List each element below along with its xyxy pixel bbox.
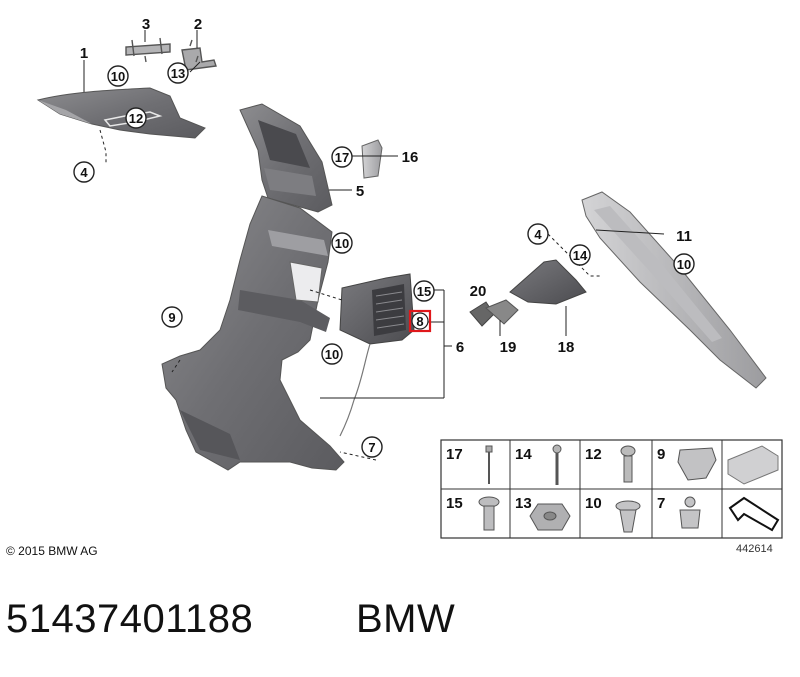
trim-panel-1 <box>36 87 206 139</box>
clip-9-icon <box>677 447 717 481</box>
part-number: 51437401188 <box>6 597 253 641</box>
svg-text:12: 12 <box>129 111 143 126</box>
label-3: 3 <box>142 16 150 33</box>
label-18: 18 <box>558 339 575 356</box>
label-1: 1 <box>80 45 88 62</box>
callout-10-low: 10 <box>321 343 343 365</box>
brand-name: BMW <box>356 597 455 641</box>
bracket-2 <box>181 39 217 71</box>
screw-14-icon <box>552 444 562 485</box>
arrow-icon <box>728 496 780 532</box>
svg-text:9: 9 <box>168 310 175 325</box>
trim-panel-main <box>161 195 345 471</box>
svg-text:8: 8 <box>416 314 423 329</box>
diagram-id: 442614 <box>736 543 773 555</box>
svg-text:14: 14 <box>573 248 588 263</box>
cable-line <box>339 343 371 437</box>
pin-17-icon <box>485 445 493 484</box>
svg-text:7: 7 <box>368 440 375 455</box>
label-19: 19 <box>500 339 517 356</box>
legend-13: 13 <box>515 495 532 512</box>
svg-text:13: 13 <box>171 66 185 81</box>
callout-4-right: 4 <box>527 223 549 245</box>
svg-text:15: 15 <box>417 284 431 299</box>
svg-text:4: 4 <box>80 165 88 180</box>
callout-12: 12 <box>125 107 147 129</box>
cap-icon <box>727 445 779 485</box>
screw-12-icon <box>620 445 636 483</box>
svg-text:10: 10 <box>111 69 125 84</box>
legend-14: 14 <box>515 446 532 463</box>
label-11: 11 <box>676 228 692 245</box>
label-5: 5 <box>356 183 364 200</box>
callout-14: 14 <box>569 244 591 266</box>
bracket-3 <box>125 37 171 63</box>
legend-12: 12 <box>585 446 602 463</box>
trim-panel-5 <box>239 103 333 213</box>
cover-16 <box>361 139 383 179</box>
callout-8-highlighted[interactable]: 8 <box>408 309 432 333</box>
svg-text:10: 10 <box>335 236 349 251</box>
callout-10-top: 10 <box>107 65 129 87</box>
label-20: 20 <box>470 283 487 300</box>
bracket-18 <box>509 259 587 305</box>
clip-20 <box>469 301 495 327</box>
svg-text:17: 17 <box>335 150 349 165</box>
bracket-19 <box>485 299 519 325</box>
label-2: 2 <box>194 16 202 33</box>
legend-10: 10 <box>585 495 602 512</box>
clip-10-icon <box>615 500 641 533</box>
callout-13: 13 <box>167 62 189 84</box>
callout-10-right: 10 <box>673 253 695 275</box>
callout-4-left: 4 <box>73 161 95 183</box>
callout-17: 17 <box>331 146 353 168</box>
fastener-legend: 17 14 12 9 15 13 10 7 <box>440 439 783 539</box>
label-16: 16 <box>402 149 419 166</box>
callout-10-mid: 10 <box>331 232 353 254</box>
nut-13-icon <box>529 503 571 531</box>
label-6: 6 <box>456 339 464 356</box>
legend-9: 9 <box>657 446 665 463</box>
svg-text:4: 4 <box>534 227 542 242</box>
bolt-15-icon <box>478 496 500 531</box>
vent-assembly-6 <box>339 273 415 345</box>
legend-15: 15 <box>446 495 463 512</box>
svg-text:10: 10 <box>677 257 691 272</box>
legend-17: 17 <box>446 446 463 463</box>
callout-7: 7 <box>361 436 383 458</box>
copyright-text: © 2015 BMW AG <box>6 544 98 558</box>
clip-7-icon <box>679 496 701 529</box>
callout-9: 9 <box>161 306 183 328</box>
svg-text:10: 10 <box>325 347 339 362</box>
legend-7: 7 <box>657 495 665 512</box>
trim-panel-11 <box>581 191 767 389</box>
callout-15: 15 <box>413 280 435 302</box>
